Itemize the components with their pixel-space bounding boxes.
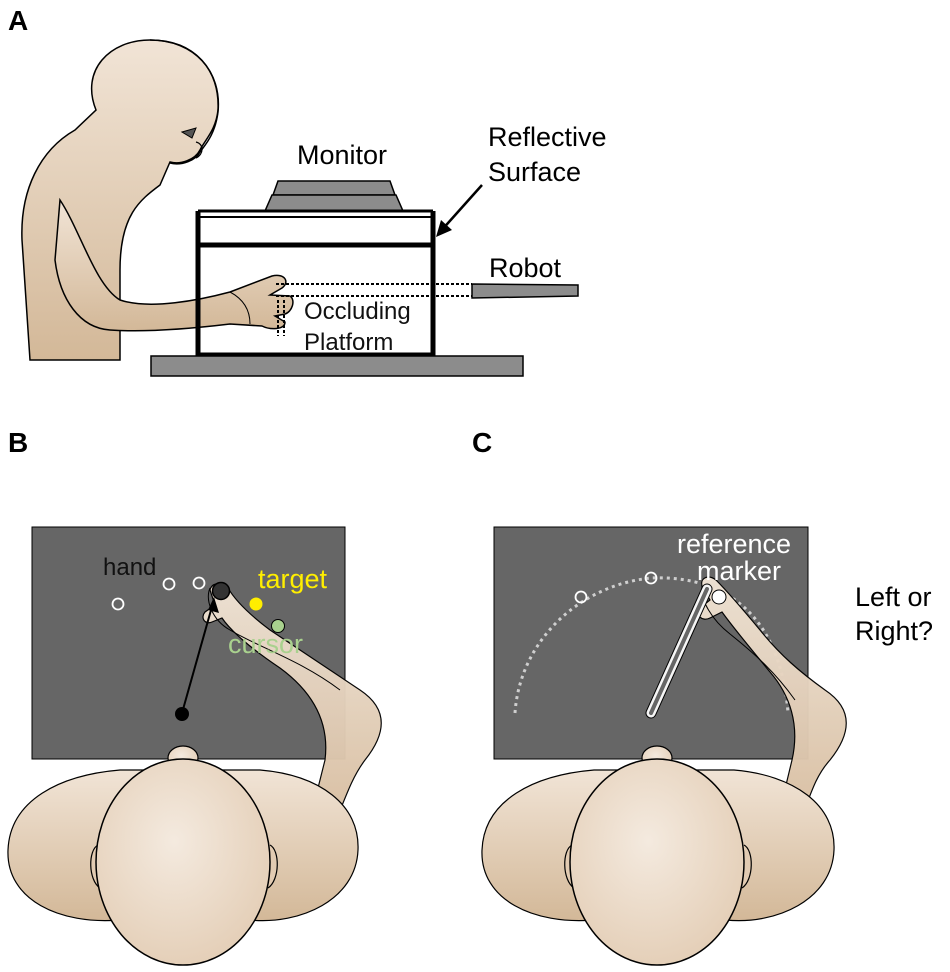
- start-point: [175, 707, 189, 721]
- robot-handle: [276, 283, 579, 336]
- reflective-label-2: Surface: [488, 157, 581, 187]
- pointer-core: [649, 587, 709, 715]
- target-dot: [249, 597, 263, 611]
- base-platform: [150, 355, 524, 377]
- panel-b: B hand target cursor: [7, 427, 382, 966]
- monitor-label: Monitor: [297, 140, 387, 170]
- occluding-label-2: Platform: [304, 329, 393, 356]
- cursor-dot: [271, 619, 285, 633]
- target-label: target: [258, 564, 328, 594]
- reflective-arrow: [436, 184, 483, 237]
- reach-arc: [513, 576, 790, 714]
- target-circle: [192, 576, 206, 590]
- reach-arrow: [181, 602, 214, 714]
- target-circle: [574, 590, 588, 604]
- hand-outline-b: [207, 587, 341, 691]
- monitor-shape: [263, 180, 405, 212]
- person-top-icon: [481, 745, 835, 966]
- person-top-icon: [7, 745, 359, 966]
- occluding-label-1: Occluding: [304, 298, 411, 325]
- hand-position: [211, 581, 231, 601]
- robot-label: Robot: [489, 253, 562, 283]
- target-circle: [111, 597, 125, 611]
- reference-marker-dot: [711, 589, 727, 605]
- question-label-2: Right?: [855, 616, 933, 646]
- target-circle: [162, 577, 176, 591]
- workspace-screen-b: [31, 526, 346, 760]
- panel-c-letter: C: [472, 427, 492, 458]
- panel-c: C reference marker Left or Right?: [472, 427, 933, 966]
- cursor-label: cursor: [228, 629, 303, 659]
- reference-label-1: reference: [677, 529, 791, 559]
- arm-c: [697, 576, 847, 861]
- reach-arrowhead: [208, 597, 219, 613]
- hand-label: hand: [103, 554, 156, 581]
- person-side-icon: [21, 39, 294, 361]
- reference-label-2: marker: [697, 556, 781, 586]
- target-circle: [644, 571, 658, 585]
- panel-b-letter: B: [8, 427, 28, 458]
- panel-a-letter: A: [8, 5, 28, 36]
- panel-a: A Monitor: [8, 5, 607, 377]
- reflective-label-1: Reflective: [488, 122, 607, 152]
- question-label-1: Left or: [855, 582, 932, 612]
